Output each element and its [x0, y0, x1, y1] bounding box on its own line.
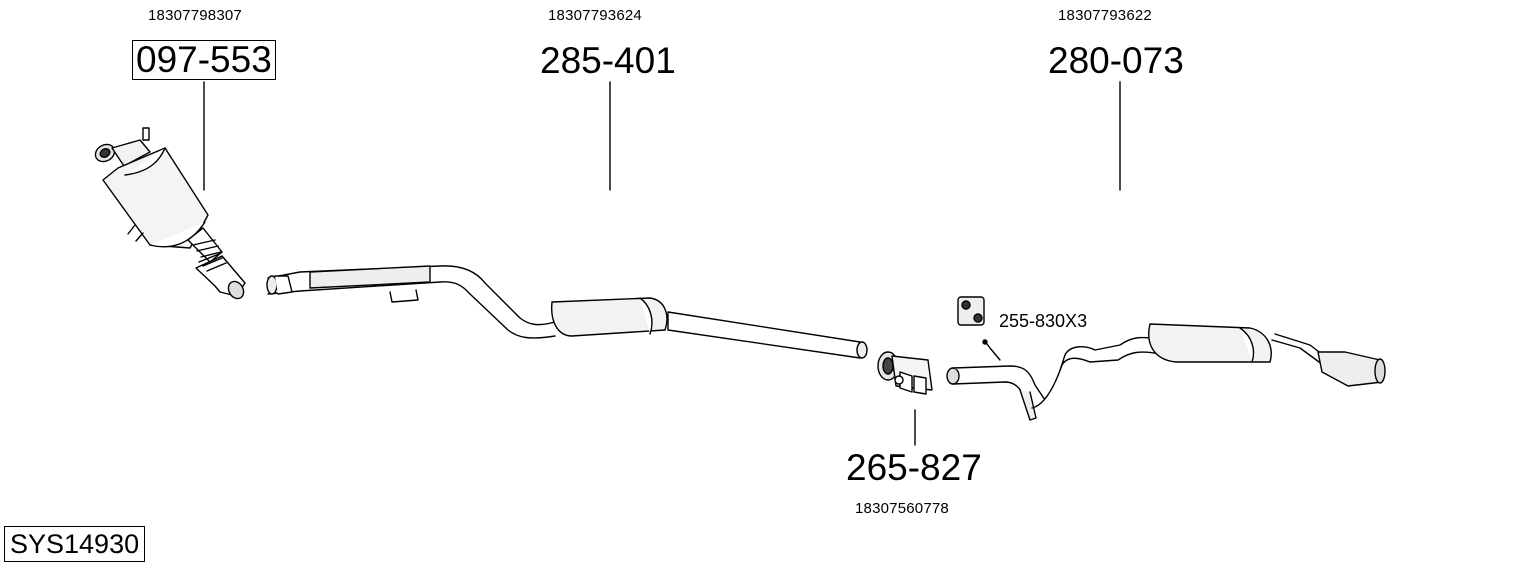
part-285-401-drawing	[266, 265, 868, 359]
oem-number-097-553: 18307798307	[148, 7, 242, 24]
oem-number-285-401: 18307793624	[548, 7, 642, 24]
oem-number-280-073: 18307793622	[1058, 7, 1152, 24]
mount-part-number[interactable]: 255-830X3	[999, 311, 1088, 331]
part-number-265-827[interactable]: 265-827	[846, 447, 982, 488]
part-number-285-401[interactable]: 285-401	[540, 40, 676, 81]
part-number-097-553[interactable]: 097-553	[132, 40, 276, 80]
part-097-553-drawing	[94, 127, 246, 300]
mount-255-830-drawing	[957, 296, 1001, 361]
part-280-073-drawing	[946, 323, 1386, 421]
system-id: SYS14930	[4, 526, 146, 562]
oem-number-265-827: 18307560778	[855, 500, 949, 517]
part-265-827-drawing	[877, 351, 933, 395]
part-number-280-073[interactable]: 280-073	[1048, 40, 1184, 81]
